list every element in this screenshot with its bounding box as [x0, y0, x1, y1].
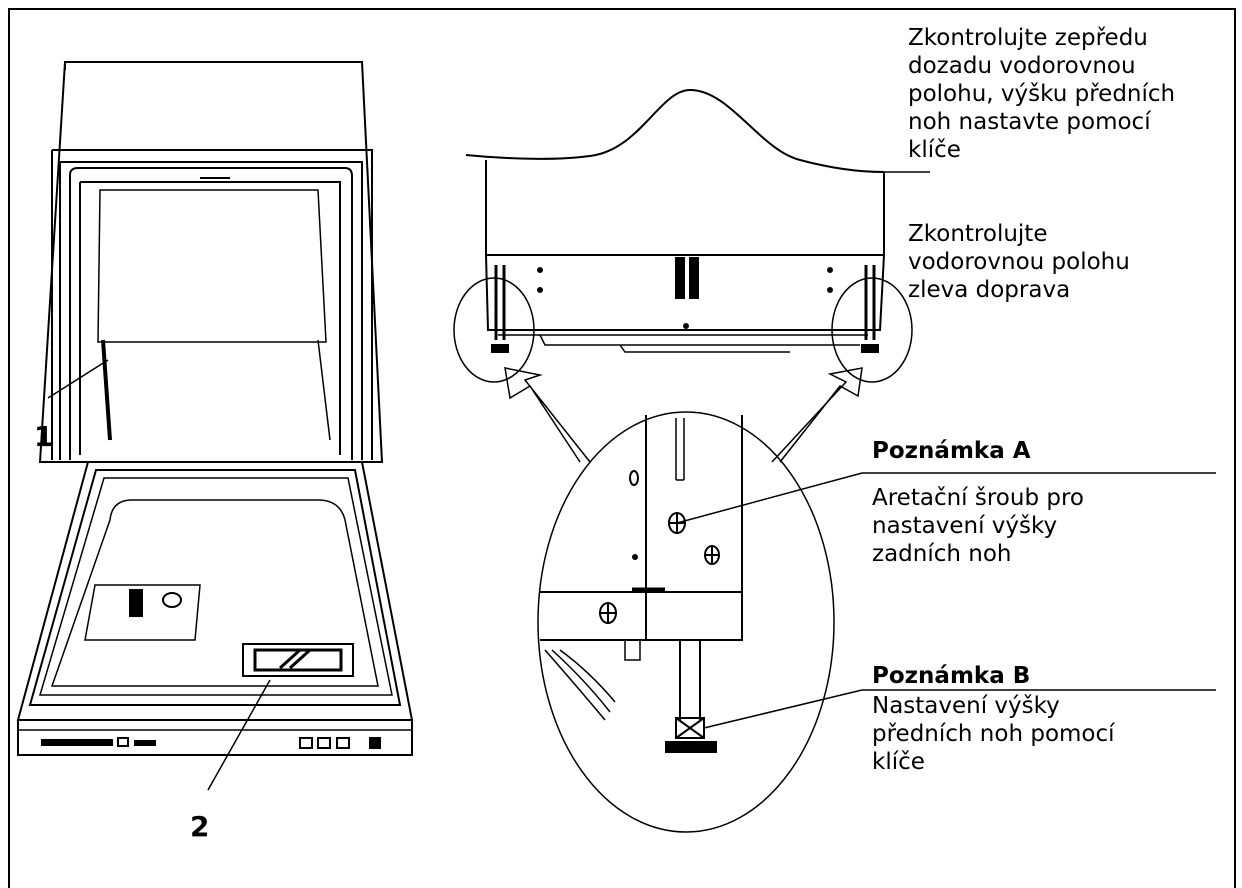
magnified-foot-detail-drawing: [537, 411, 1216, 833]
note-a-text: Aretační šroub pro nastavení výšky zadní…: [872, 485, 1084, 567]
callout-label-1: 1: [34, 420, 54, 453]
dishwasher-open-door-drawing: [16, 61, 414, 791]
diagram-artwork: [16, 61, 1216, 833]
callout-label-2: 2: [190, 810, 210, 843]
diagram-frame: [8, 8, 1236, 888]
note-b-text: Nastavení výšky předních noh pomocí klíč…: [872, 693, 1115, 775]
note-check-left-right: Zkontrolujte vodorovnou polohu zleva dop…: [908, 221, 1130, 303]
note-b-title: Poznámka B: [872, 663, 1031, 689]
note-a-title: Poznámka A: [872, 438, 1031, 464]
dishwasher-leveling-feet-drawing: [453, 88, 930, 463]
note-check-front-back: Zkontrolujte zepředu dozadu vodorovnou p…: [908, 25, 1176, 163]
